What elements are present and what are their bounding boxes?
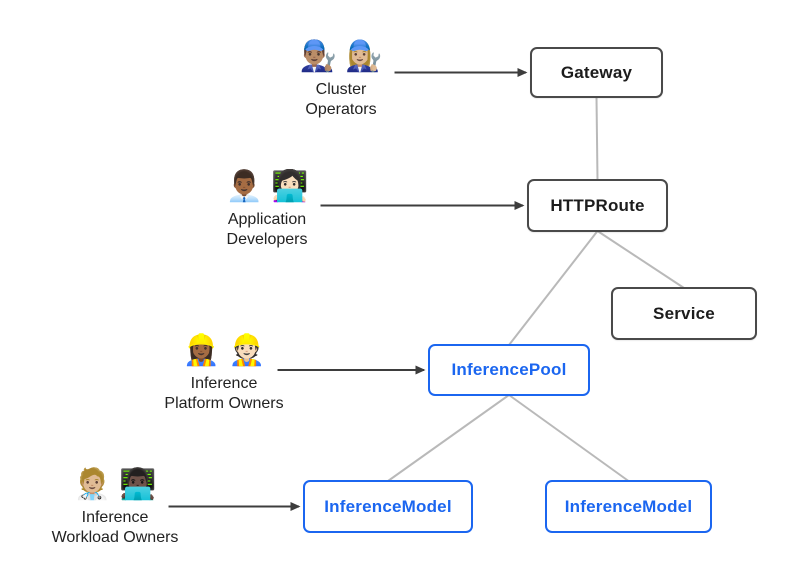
woman-construction-worker-man-construction-worker-emoji: 👷🏾‍♀️ 👷🏻 bbox=[182, 334, 266, 367]
node-inferencepool: InferencePool bbox=[428, 344, 590, 396]
actor-application-developers: 👨🏾‍💼 👩🏻‍💻 Application Developers bbox=[177, 166, 357, 250]
actor-label-line: Platform Owners bbox=[164, 395, 284, 412]
actor-application-developers-label: Application Developers bbox=[177, 210, 357, 250]
node-inferencemodel-right-label: InferenceModel bbox=[564, 496, 693, 516]
actor-label-line: Developers bbox=[226, 231, 308, 248]
node-inferencemodel-right: InferenceModel bbox=[545, 480, 712, 533]
actor-label-line: Operators bbox=[305, 101, 377, 118]
man-mechanic-woman-mechanic-emoji: 👨🏽‍🔧 👩🏼‍🔧 bbox=[299, 40, 383, 73]
actor-label-line: Workload Owners bbox=[51, 529, 179, 546]
node-gateway: Gateway bbox=[530, 47, 663, 98]
actor-inference-platform-owners: 👷🏾‍♀️ 👷🏻 Inference Platform Owners bbox=[124, 330, 324, 414]
node-httproute-label: HTTPRoute bbox=[550, 195, 645, 215]
actor-inference-workload-owners-label: Inference Workload Owners bbox=[15, 508, 215, 548]
node-gateway-label: Gateway bbox=[560, 62, 633, 82]
node-inferencemodel-left: InferenceModel bbox=[303, 480, 473, 533]
actor-label-line: Inference bbox=[190, 375, 258, 392]
health-worker-man-technologist-emoji: 🧑🏼‍⚕️ 👨🏿‍💻 bbox=[73, 468, 157, 501]
node-inferencemodel-left-label: InferenceModel bbox=[324, 496, 452, 516]
actor-label-line: Inference bbox=[81, 509, 149, 526]
actor-label-line: Cluster bbox=[315, 81, 367, 98]
man-office-worker-woman-technologist-emoji: 👨🏾‍💼 👩🏻‍💻 bbox=[225, 170, 309, 203]
actor-cluster-operators: 👨🏽‍🔧 👩🏼‍🔧 Cluster Operators bbox=[251, 36, 431, 120]
node-service: Service bbox=[611, 287, 757, 340]
actor-label-line: Application bbox=[227, 211, 307, 228]
node-httproute: HTTPRoute bbox=[527, 179, 668, 232]
actor-inference-platform-owners-label: Inference Platform Owners bbox=[124, 374, 324, 414]
node-service-label: Service bbox=[653, 303, 715, 323]
actor-inference-workload-owners: 🧑🏼‍⚕️ 👨🏿‍💻 Inference Workload Owners bbox=[15, 464, 215, 548]
actor-cluster-operators-label: Cluster Operators bbox=[251, 80, 431, 120]
node-inferencepool-label: InferencePool bbox=[451, 360, 567, 379]
